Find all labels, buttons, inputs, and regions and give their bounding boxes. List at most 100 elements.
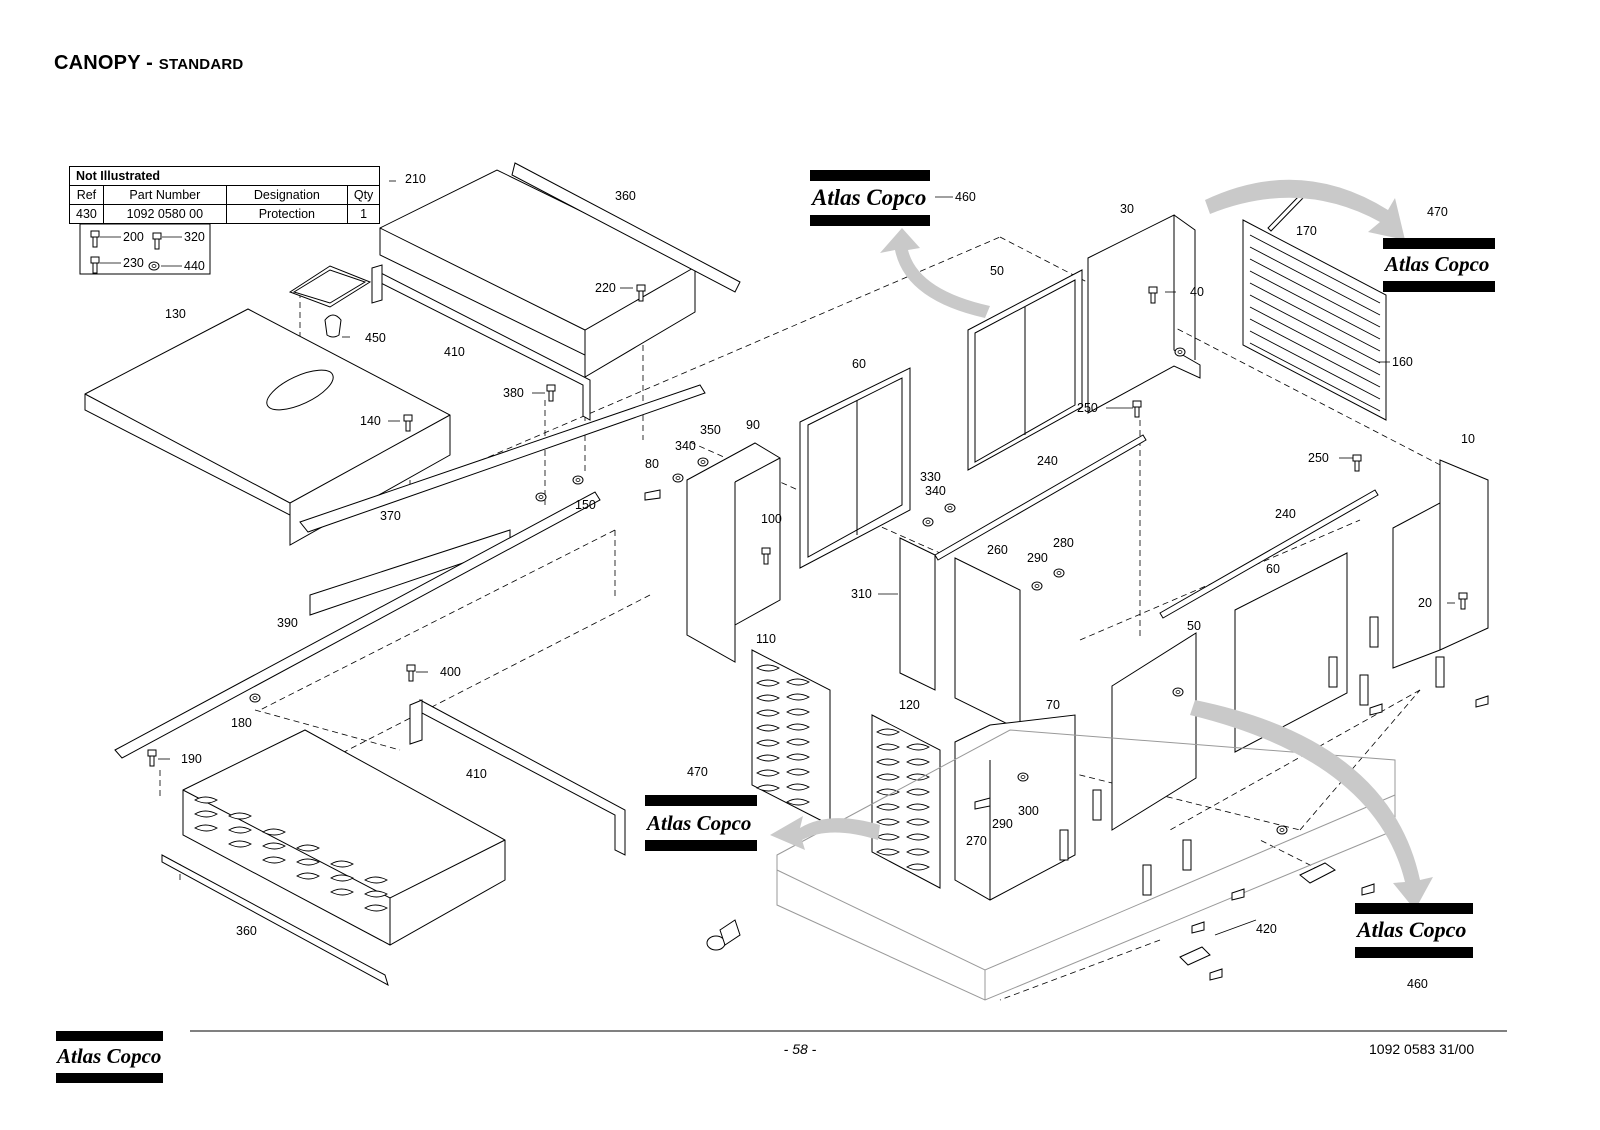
legend-ref: 440 xyxy=(184,259,205,273)
callout-label: 50 xyxy=(990,264,1004,278)
callout-label: 310 xyxy=(851,587,872,601)
grille-slat xyxy=(1249,306,1381,376)
part-120-louver-panel xyxy=(871,714,941,889)
column-header: Ref xyxy=(69,185,104,205)
callout-label: 330 xyxy=(920,470,941,484)
grille-slat xyxy=(1249,330,1381,400)
grille-slat xyxy=(1249,246,1381,316)
part-130-main-roof xyxy=(84,308,451,546)
part-370-rail xyxy=(299,384,706,533)
callout-label: 140 xyxy=(360,414,381,428)
callout-label: 470 xyxy=(687,765,708,779)
legend-ref: 200 xyxy=(123,230,144,244)
callout-label: 410 xyxy=(466,767,487,781)
not-illustrated-table: Not Illustrated Ref Part Number Designat… xyxy=(68,166,381,224)
document-number: 1092 0583 31/00 xyxy=(1369,1041,1475,1057)
callout-label: 30 xyxy=(1120,202,1134,216)
callout-label: 250 xyxy=(1077,401,1098,415)
arrow-icon xyxy=(770,816,880,850)
callout-label: 460 xyxy=(1407,977,1428,991)
cell-qty: 1 xyxy=(346,204,381,224)
part-30-end-frame xyxy=(1087,214,1201,414)
part-390-long-rail xyxy=(114,491,601,759)
callout-label: 340 xyxy=(925,484,946,498)
part-420-latch-plates xyxy=(1179,862,1336,966)
part-360-rail xyxy=(511,162,741,293)
callout-label: 190 xyxy=(181,752,202,766)
fastener-legend-box: 200 320 230 440 xyxy=(79,223,211,275)
callout-label: 250 xyxy=(1308,451,1329,465)
callout-label: 240 xyxy=(1275,507,1296,521)
callout-label: 170 xyxy=(1296,224,1317,238)
callout-label: 420 xyxy=(1256,922,1277,936)
callout-label: 70 xyxy=(1046,698,1060,712)
callout-label: 240 xyxy=(1037,454,1058,468)
callout-label: 360 xyxy=(615,189,636,203)
part-90-door-frame xyxy=(686,442,781,663)
callout-label: 130 xyxy=(165,307,186,321)
part-410-bracket xyxy=(371,264,591,421)
direction-arrows xyxy=(770,179,1433,910)
callout-label: 180 xyxy=(231,716,252,730)
callout-label: 50 xyxy=(1187,619,1201,633)
svg-text:Atlas Copco: Atlas Copco xyxy=(810,185,926,210)
cell-designation: Protection xyxy=(225,204,348,224)
svg-text:Atlas Copco: Atlas Copco xyxy=(1355,917,1466,942)
callout-leader xyxy=(1214,919,1257,936)
svg-text:Atlas Copco: Atlas Copco xyxy=(55,1044,161,1068)
callout-label: 260 xyxy=(987,543,1008,557)
callout-label: 120 xyxy=(899,698,920,712)
callout-label: 380 xyxy=(503,386,524,400)
callout-label: 290 xyxy=(1027,551,1048,565)
part-10-end-frame xyxy=(1392,459,1489,669)
part-50-door-panel xyxy=(967,269,1083,471)
arrow-icon xyxy=(880,228,990,318)
callout-label: 390 xyxy=(277,616,298,630)
callout-label: 100 xyxy=(761,512,782,526)
callout-label: 460 xyxy=(955,190,976,204)
part-240-strips xyxy=(934,434,1379,619)
legend-ref: 320 xyxy=(184,230,205,244)
part-hatch-cover xyxy=(288,265,372,338)
table-row: 430 1092 0580 00 Protection 1 xyxy=(69,204,381,224)
callout-label: 80 xyxy=(645,457,659,471)
callout-label: 210 xyxy=(405,172,426,186)
part-60-right-panel xyxy=(1234,552,1348,753)
brand-logo-470-left: Atlas Copco xyxy=(645,795,757,851)
part-360-bottom-rail xyxy=(161,854,389,987)
callout-label: 20 xyxy=(1418,596,1432,610)
callout-label: 340 xyxy=(675,439,696,453)
part-70-frame xyxy=(954,714,1076,901)
callout-label: 360 xyxy=(236,924,257,938)
part-310-panel xyxy=(899,537,936,691)
callout-label: 300 xyxy=(1018,804,1039,818)
grille-slat xyxy=(1249,282,1381,352)
legend-ref: 230 xyxy=(123,256,144,270)
callout-label: 60 xyxy=(852,357,866,371)
callout-label: 60 xyxy=(1266,562,1280,576)
callout-label: 90 xyxy=(746,418,760,432)
brand-logo-460-right: Atlas Copco xyxy=(1355,903,1473,958)
footer-logo: Atlas Copco xyxy=(55,1031,163,1083)
callout-label: 470 xyxy=(1427,205,1448,219)
brand-logo-470-top: Atlas Copco xyxy=(1383,238,1495,292)
callout-label: 400 xyxy=(440,665,461,679)
part-160-grille xyxy=(1242,219,1387,421)
callout-label: 270 xyxy=(966,834,987,848)
callout-label: 280 xyxy=(1053,536,1074,550)
nut-icon xyxy=(148,261,160,271)
callout-label: 40 xyxy=(1190,285,1204,299)
callout-label: 220 xyxy=(595,281,616,295)
callout-label: 370 xyxy=(380,509,401,523)
part-410-lower-bracket xyxy=(409,699,626,856)
part-260-panel xyxy=(954,557,1021,731)
callout-label: 350 xyxy=(700,423,721,437)
base-frame xyxy=(776,729,1396,1001)
callout-label: 160 xyxy=(1392,355,1413,369)
callout-label: 450 xyxy=(365,331,386,345)
hinges xyxy=(1059,616,1445,896)
part-210-roof-panel xyxy=(379,169,696,378)
grille-slat xyxy=(1249,342,1381,412)
page-number: - 58 - xyxy=(783,1041,817,1057)
